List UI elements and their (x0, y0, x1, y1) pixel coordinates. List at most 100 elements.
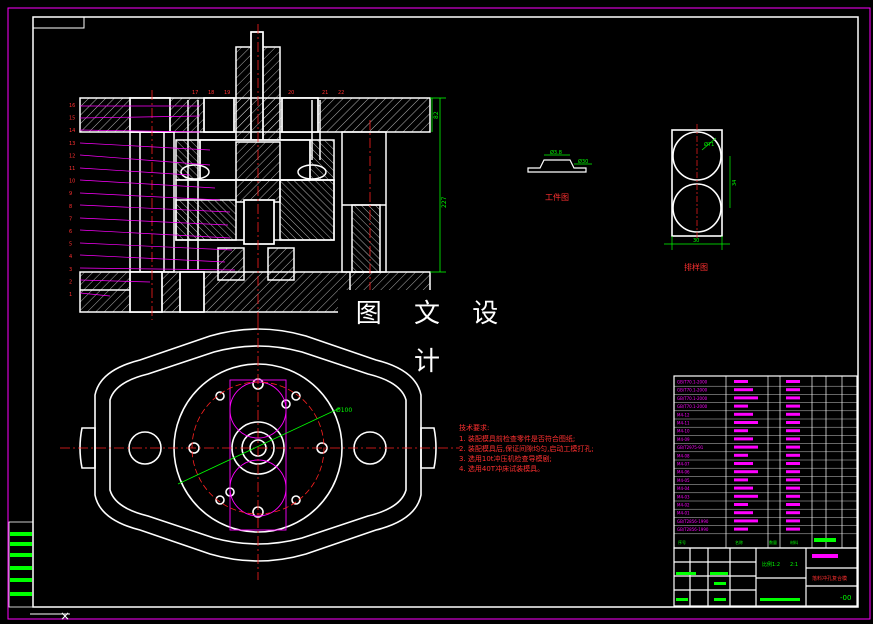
bom-row-name-bar (734, 388, 753, 392)
bom-row-name-bar (734, 494, 758, 498)
frame-x-mark: × (60, 609, 70, 623)
tech-item-1: 1. 装配模具前检查零件是否符合图纸; (459, 434, 575, 443)
bom-header-mat: 材料 (790, 539, 798, 545)
dim-plan-diameter: Ø100 (336, 407, 352, 414)
bom-row-material-bar (786, 396, 800, 400)
part-number-7: 7 (69, 216, 72, 222)
title-drawing-no: -00 (840, 594, 851, 602)
bom-row-material-bar (786, 380, 800, 383)
part-number-8: 8 (69, 204, 72, 210)
tech-title: 技术要求: (459, 423, 489, 432)
bom-row-material-bar (786, 519, 800, 523)
bom-row-name-bar (734, 503, 748, 506)
title-block-fills (676, 538, 838, 601)
part-number-20: 20 (288, 90, 294, 96)
bom-table: GB/T70.1-2000GB/T70.1-2000GB/T70.1-2000G… (673, 375, 858, 549)
bom-row-code: GB/T70.1-2000 (677, 380, 708, 385)
section-dimensions (430, 97, 446, 273)
bom-header-qty: 数量 (769, 539, 777, 545)
bom-row-code: M4-09 (677, 437, 690, 442)
part-number-18: 18 (208, 90, 214, 96)
part-number-21: 21 (322, 90, 328, 96)
part-number-13: 13 (69, 141, 75, 147)
bom-row-name-bar (734, 380, 748, 383)
bom-header-left: 序号 (678, 539, 686, 545)
part-number-3: 3 (69, 267, 72, 273)
frame-corner-mark (33, 17, 85, 29)
bom-row-name-bar (734, 404, 748, 408)
bom-row-material-bar (786, 412, 800, 416)
dim-section-height: 227 (441, 196, 448, 208)
bom-row-code: M4-08 (677, 453, 690, 458)
bom-row-name-bar (734, 421, 758, 424)
inner-frame (32, 16, 859, 608)
bom-row-name-bar (734, 437, 753, 441)
part-number-15: 15 (69, 116, 75, 122)
bom-row-code: M4-11 (677, 421, 690, 426)
bom-row-material-bar (786, 445, 800, 449)
bom-row-code: M4-01 (677, 511, 690, 516)
section-centerlines (151, 24, 371, 320)
bom-row-code: GB/T70.1-2000 (677, 396, 708, 401)
bom-row-name-bar (734, 429, 748, 433)
dim-section-right: 82 (433, 111, 440, 119)
bom-row-code: M4-03 (677, 494, 690, 499)
bom-row-name-bar (734, 470, 758, 474)
bom-row-material-bar (786, 470, 800, 474)
bom-row-code: M4-05 (677, 478, 690, 483)
bom-row-name-bar (734, 412, 753, 416)
bom-row-material-bar (786, 494, 800, 498)
bom-row-material-bar (786, 503, 800, 506)
bom-row-material-bar (786, 388, 800, 392)
bom-row-code: GB/T70.1-2000 (677, 388, 708, 393)
workpiece-label: 工件图 (545, 192, 569, 202)
part-number-14: 14 (69, 128, 75, 134)
bom-row-name-bar (734, 486, 753, 490)
part-number-19: 19 (224, 90, 230, 96)
bom-row-code: GB/T70.1-2000 (677, 404, 708, 409)
bom-row-name-bar (734, 527, 748, 531)
bom-row-name-bar (734, 445, 758, 449)
bom-row-material-bar (786, 486, 800, 490)
bom-row-material-bar (786, 421, 800, 424)
tech-item-2: 2. 装配模具后,保证间隙均匀,启动工模打孔; (459, 444, 594, 453)
part-number-1: 1 (69, 292, 72, 298)
dim-workpiece-top: Ø3.8 (550, 149, 562, 156)
plan-diameter-leader (177, 407, 341, 485)
bom-row-code: M4-06 (677, 470, 690, 475)
bom-row-material-bar (786, 527, 800, 531)
outer-frame (7, 7, 871, 620)
workpiece-dims (544, 154, 592, 165)
bom-row-code: GB/T2975-91 (677, 445, 704, 450)
title-drawing-name: 落料冲孔复合模 (812, 575, 847, 582)
bom-row-name-bar (734, 453, 748, 457)
part-number-12: 12 (69, 153, 75, 159)
bom-row-material-bar (786, 462, 800, 465)
section-view (79, 31, 431, 313)
bom-row-code: M4-07 (677, 462, 690, 467)
bom-row-name-bar (734, 462, 753, 465)
bom-row-name-bar (734, 396, 758, 400)
margin-table (8, 521, 34, 608)
bom-row-name-bar (734, 478, 748, 482)
bom-row-material-bar (786, 453, 800, 457)
bom-row-material-bar (786, 511, 800, 515)
bom-header-mid: 名称 (735, 539, 743, 545)
part-number-5: 5 (69, 242, 72, 248)
title-small-label: 2:1 (790, 562, 798, 568)
bom-row-material-bar (786, 478, 800, 482)
bom-row-name-bar (734, 519, 758, 523)
leader-lines (79, 105, 236, 297)
part-number-9: 9 (69, 191, 72, 197)
part-number-16: 16 (69, 103, 75, 109)
bom-row-material-bar (786, 429, 800, 433)
dim-layout-bottom: 30 (693, 238, 699, 244)
bom-row-material-bar (786, 404, 800, 408)
dim-layout-circle: Ø71 (704, 141, 714, 148)
part-number-22: 22 (338, 90, 344, 96)
tech-item-4: 4. 选用40T冲床试装模具。 (459, 464, 544, 473)
part-number-6: 6 (69, 229, 72, 235)
